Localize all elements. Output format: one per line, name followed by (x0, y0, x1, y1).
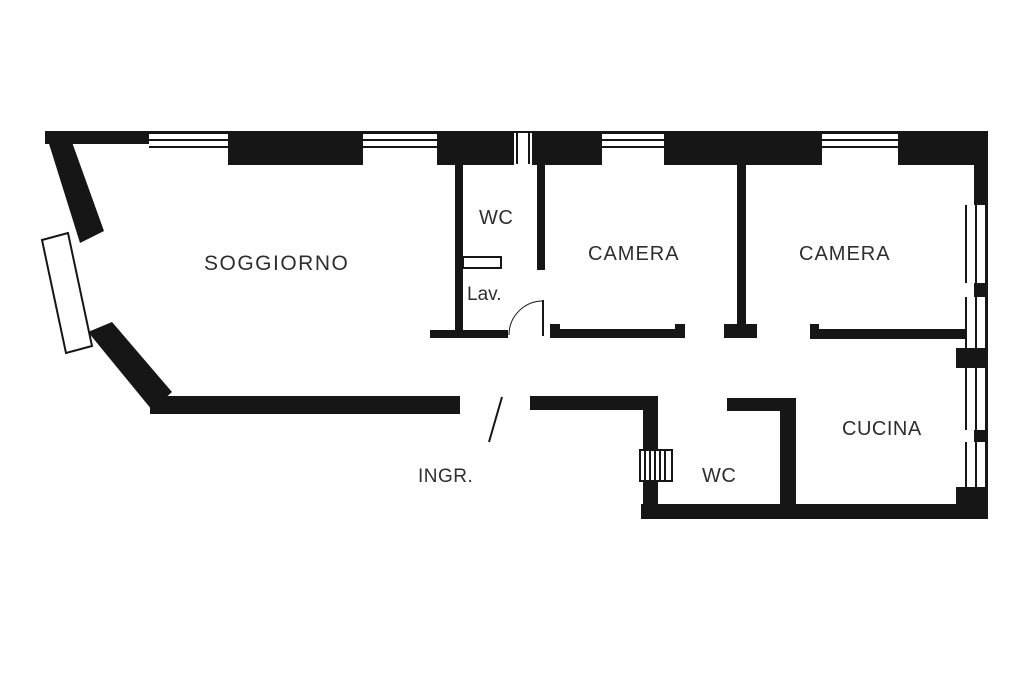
room-label-lav: Lav. (467, 284, 502, 305)
room-label-wc-bottom: WC (702, 465, 737, 487)
room-label-camera-right: CAMERA (799, 243, 891, 265)
duct-hatch (644, 450, 666, 481)
outer-edge-line (45, 131, 988, 518)
room-label-wc-top: WC (479, 207, 514, 229)
room-label-camera-left: CAMERA (588, 243, 680, 265)
lav-counter (462, 256, 502, 269)
window-right-4 (965, 442, 987, 487)
interior-walls (430, 164, 966, 339)
window-top-3 (602, 132, 664, 148)
window-right-3 (965, 368, 987, 430)
shaft-lines (516, 131, 530, 164)
window-top-4 (822, 132, 898, 148)
window-top-2 (363, 132, 437, 148)
window-symbols (40, 131, 987, 487)
entrance-door-leaf (488, 396, 503, 443)
exterior-walls (45, 131, 988, 519)
bay-window (40, 231, 94, 355)
fixtures (462, 256, 544, 443)
room-label-ingresso: INGR. (418, 466, 474, 487)
wc-door-swing (508, 300, 544, 336)
window-top-1 (149, 132, 228, 148)
room-label-cucina: CUCINA (842, 418, 922, 440)
window-right-2 (965, 297, 987, 352)
room-label-soggiorno: SOGGIORNO (204, 252, 350, 275)
window-right-1 (965, 205, 987, 283)
